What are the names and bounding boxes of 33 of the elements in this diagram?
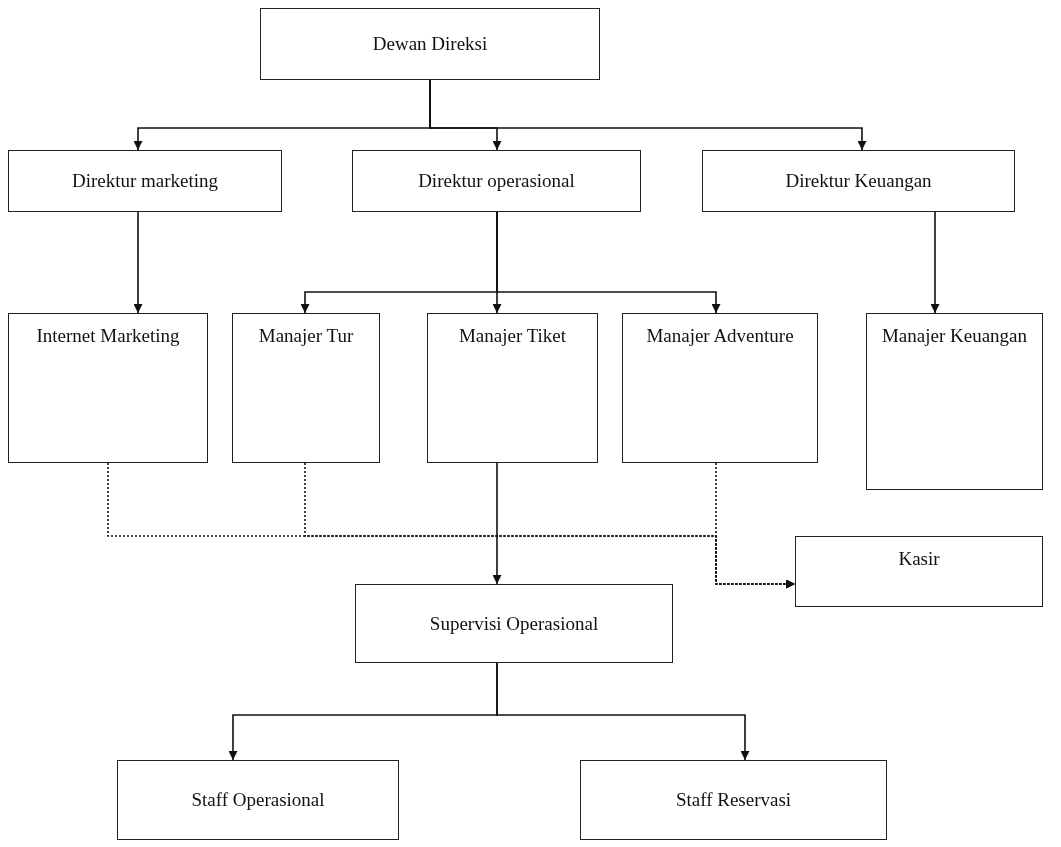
org-box <box>355 584 673 663</box>
box-label: Manajer Keuangan <box>880 324 1029 348</box>
arrow <box>492 462 502 585</box>
org-box <box>580 760 887 840</box>
arrow <box>496 211 721 314</box>
box-label: Kasir <box>897 547 941 571</box>
box-label: Staff Operasional <box>190 788 326 812</box>
arrow <box>429 79 867 151</box>
box-label: Direktur Keuangan <box>784 169 933 193</box>
org-box <box>117 760 399 840</box>
box-label: Supervisi Operasional <box>428 611 600 636</box>
box-label: Manajer Tiket <box>457 324 568 348</box>
org-box <box>795 536 1043 607</box>
org-box <box>352 150 641 212</box>
dotted-connector <box>715 462 796 589</box>
arrow <box>930 211 940 314</box>
org-box <box>8 313 208 463</box>
org-box <box>622 313 818 463</box>
org-box <box>702 150 1015 212</box>
org-box <box>260 8 600 80</box>
box-label: Dewan Direksi <box>371 32 489 56</box>
org-box <box>8 150 282 212</box>
box-label: Internet Marketing <box>35 324 181 348</box>
arrow <box>496 662 750 761</box>
box-label: Direktur marketing <box>70 169 220 193</box>
box-label: Direktur operasional <box>417 169 576 193</box>
org-box <box>232 313 380 463</box>
box-label: Staff Reservasi <box>674 788 793 812</box>
org-box <box>427 313 598 463</box>
org-box <box>866 313 1043 490</box>
arrow <box>133 211 143 314</box>
box-label: Manajer Adventure <box>645 324 795 348</box>
box-label: Manajer Tur <box>257 324 355 348</box>
